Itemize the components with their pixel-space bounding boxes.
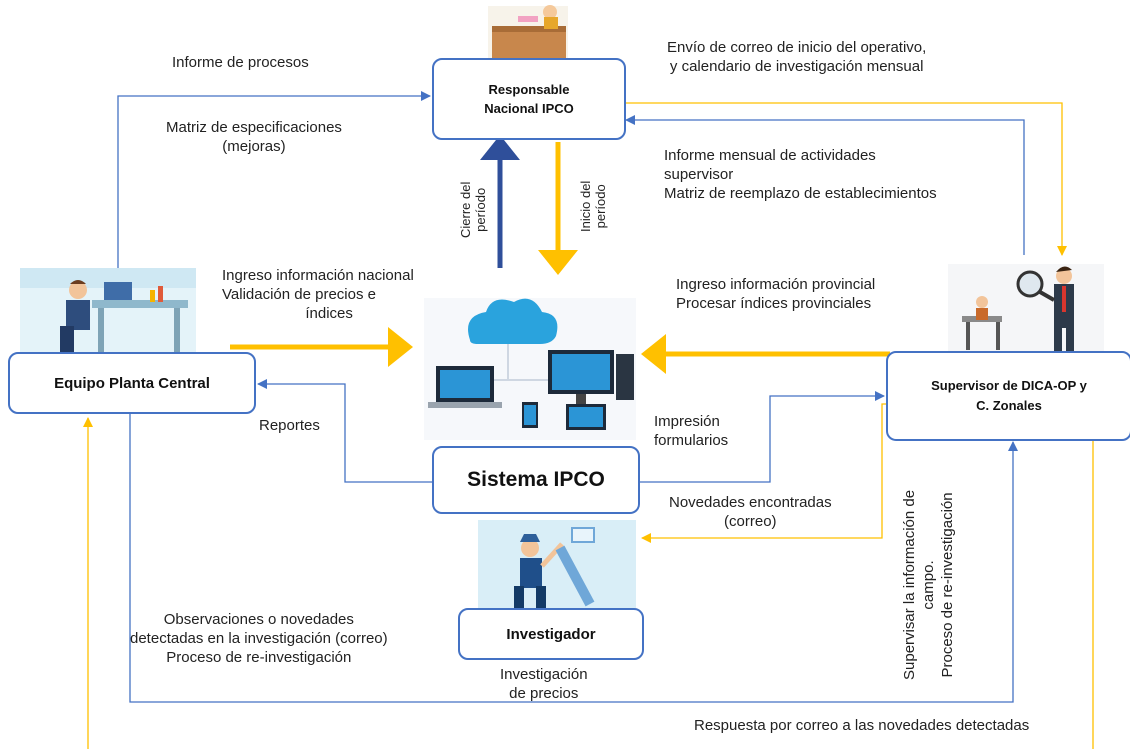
edge-responsable-to-supervisor <box>626 102 1067 256</box>
label-ingreso-nacional: Ingreso información nacional Validación … <box>222 267 414 322</box>
edge-equipo-to-responsable <box>117 91 431 268</box>
investigador-box: Investigador <box>458 608 644 660</box>
edge-sistema-to-supervisor <box>640 391 885 483</box>
label-observaciones: Observaciones o novedades detectadas en … <box>130 611 388 666</box>
cloud-computers-icon <box>424 298 636 440</box>
investigator-icon <box>478 520 636 608</box>
label-cierre-periodo: Cierre del período <box>458 181 488 238</box>
desk-worker-icon <box>488 5 568 66</box>
office-worker-icon <box>20 268 196 352</box>
label-envio-correo: Envío de correo de inicio del operativo,… <box>667 39 927 75</box>
label-informe-mensual: Informe mensual de actividades superviso… <box>664 147 937 202</box>
sistema-ipco-box: Sistema IPCO <box>432 446 640 514</box>
label-impresion-formularios: Impresión formularios <box>654 413 729 449</box>
label-ingreso-provincial: Ingreso información provincial Procesar … <box>676 276 876 312</box>
label-informe-procesos: Informe de procesos <box>172 54 309 71</box>
label-supervisar-informacion: Supervisar la información de campo. Proc… <box>901 489 956 680</box>
supervisor-dica-box: Supervisor de DICA-OP y C. Zonales <box>886 351 1130 441</box>
label-investigacion-precios: Investigación de precios <box>500 666 588 702</box>
edge-supervisor-to-responsable <box>625 115 1025 255</box>
edge-equipo-to-supervisor <box>129 414 1018 703</box>
edge-supervisor-to-sistema-novedades <box>641 403 886 543</box>
label-inicio-periodo: Inicio del período <box>578 180 608 232</box>
responsable-nacional-box: Responsable Nacional IPCO <box>432 58 626 140</box>
supervisor-magnifier-icon <box>948 264 1104 352</box>
label-novedades-encontradas: Novedades encontradas (correo) <box>669 494 832 530</box>
label-matriz-especificaciones: Matriz de especificaciones (mejoras) <box>166 119 342 155</box>
label-reportes: Reportes <box>259 417 320 434</box>
edge-sistema-to-equipo <box>257 379 432 483</box>
equipo-planta-central-box: Equipo Planta Central <box>8 352 256 414</box>
label-respuesta-correo: Respuesta por correo a las novedades det… <box>694 717 1030 734</box>
